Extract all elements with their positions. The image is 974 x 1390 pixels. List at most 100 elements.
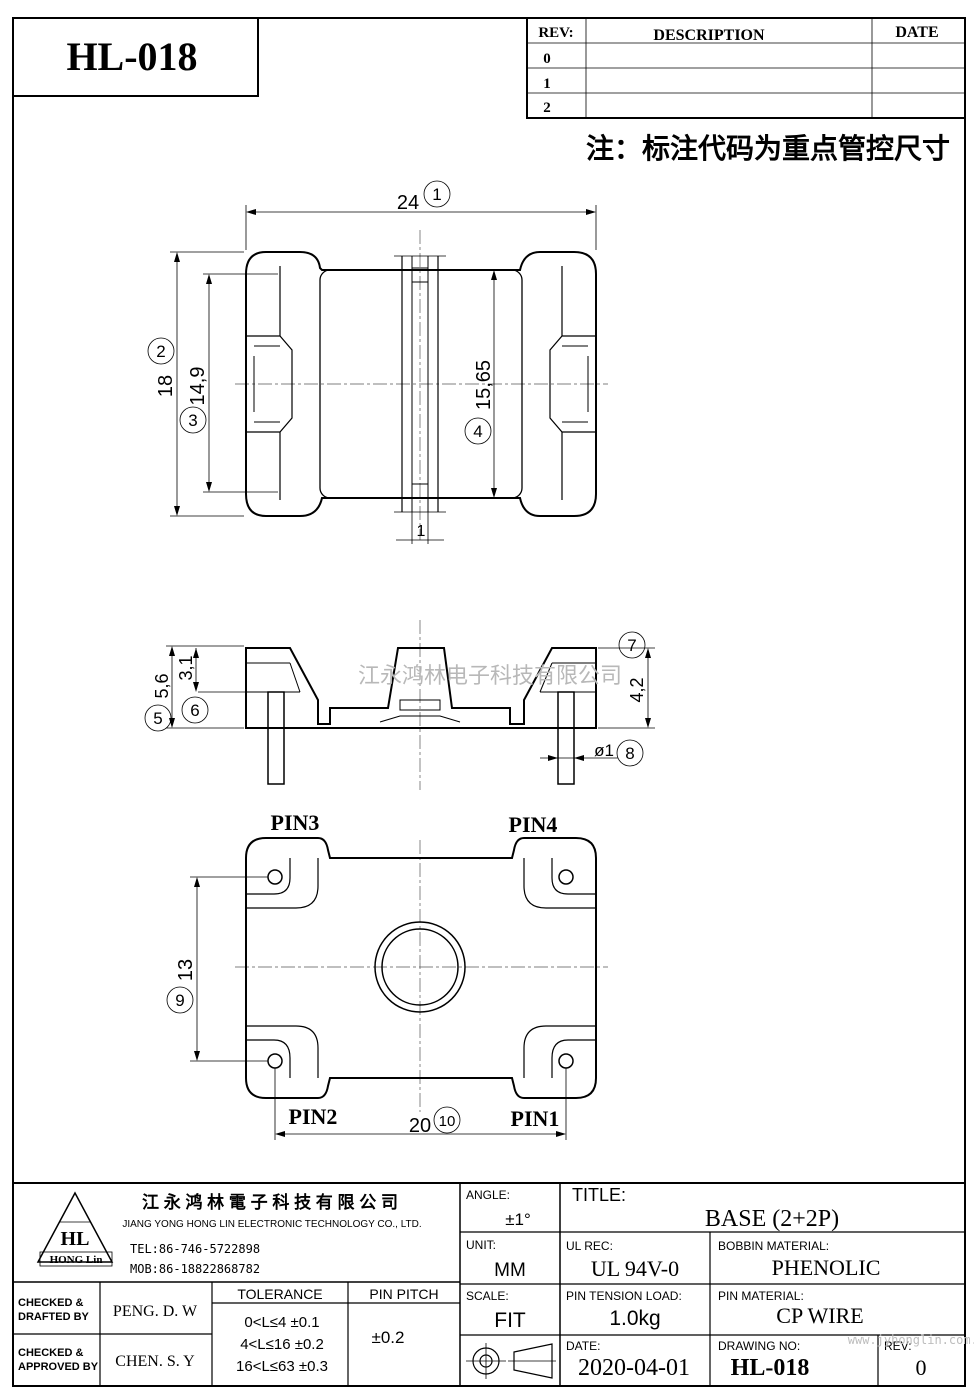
unit-label: UNIT:	[466, 1238, 496, 1252]
callout-5: 5	[153, 709, 162, 728]
drawing-no-label: DRAWING NO:	[718, 1339, 800, 1353]
unit-value: MM	[494, 1260, 526, 1281]
pin4-hole	[558, 869, 574, 885]
dim-height-15-65: 15,65	[473, 360, 495, 410]
pin-pitch-label: PIN PITCH	[369, 1286, 438, 1302]
title-value: BASE (2+2P)	[705, 1206, 839, 1232]
callout-circle-3	[179, 406, 207, 434]
callout-8: 8	[625, 744, 634, 763]
callout-circle-1	[423, 180, 451, 208]
callout-3: 3	[188, 411, 197, 430]
ul-rec-value: UL 94V-0	[591, 1256, 679, 1281]
rev-label: REV:	[884, 1339, 912, 1353]
tolerance-row-1: 0<L≤4 ±0.1	[244, 1314, 319, 1331]
callout-7: 7	[627, 636, 636, 655]
tolerance-row-2: 4<L≤16 ±0.2	[240, 1336, 324, 1353]
rev-value: 0	[916, 1355, 927, 1380]
pin-tension-label: PIN TENSION LOAD:	[566, 1289, 682, 1303]
approved-by-name: CHEN. S. Y	[115, 1353, 195, 1370]
dim-height-4-2: 4,2	[627, 677, 647, 702]
rev-row-2: 2	[543, 100, 551, 116]
side-view: 5,6 5 3,1 6 4,2 7 ø1 8 江永鸿林电子科技有限公司	[144, 620, 655, 790]
drafted-by-name: PENG. D. W	[113, 1303, 198, 1320]
checked-drafted-label-1: CHECKED &	[18, 1297, 83, 1309]
revision-table: REV: DESCRIPTION DATE 0 1 2	[526, 17, 966, 119]
control-dimension-note: 注：标注代码为重点管控尺寸	[586, 132, 950, 164]
logo-subtext: HONG Lin	[50, 1254, 103, 1266]
pin-pitch-value: ±0.2	[372, 1328, 405, 1347]
callout-1: 1	[432, 185, 441, 204]
date-label: DATE:	[566, 1339, 600, 1353]
checked-drafted-label-2: DRAFTED BY	[18, 1311, 90, 1323]
projection-symbol-icon	[466, 1343, 556, 1379]
dim-pin-diameter: ø1	[594, 741, 614, 760]
dim-pin-span-13: 13	[175, 959, 197, 981]
title-label: TITLE:	[572, 1185, 626, 1205]
callout-9: 9	[175, 991, 184, 1010]
dim-height-14-9: 14,9	[187, 367, 209, 406]
callout-circle-6	[181, 696, 209, 724]
rev-row-1: 1	[543, 76, 551, 92]
company-logo: HL HONG Lin	[36, 1191, 114, 1267]
dim-pin-pitch-20: 20	[409, 1115, 431, 1137]
drawing-no-value: HL-018	[731, 1355, 810, 1381]
bobbin-material-label: BOBBIN MATERIAL:	[718, 1239, 829, 1253]
pin-tension-value: 1.0kg	[609, 1307, 660, 1330]
company-mob: MOB:86-18822868782	[130, 1262, 260, 1276]
sheet-border	[12, 17, 966, 1387]
callout-circle-7	[618, 631, 646, 659]
pin1-label: PIN1	[511, 1106, 560, 1131]
center-boss-inner	[381, 928, 459, 1006]
date-column-header: DATE	[895, 24, 938, 41]
bottom-view: PIN3 PIN4 PIN2 PIN1 13 9 20 10	[166, 810, 608, 1140]
scale-value: FIT	[494, 1309, 526, 1332]
company-name-cn: 江 永 鸿 林 電 子 科 技 有 限 公 司	[142, 1192, 398, 1212]
ul-rec-label: UL REC:	[566, 1239, 613, 1253]
angle-label: ANGLE:	[466, 1188, 510, 1202]
checked-approved-label-2: APPROVED BY	[18, 1361, 99, 1373]
scale-label: SCALE:	[466, 1289, 509, 1303]
callout-circle-10	[433, 1106, 461, 1134]
date-value: 2020-04-01	[578, 1355, 690, 1381]
callout-2: 2	[156, 342, 165, 361]
top-view: 24 1 18 2 14,9 3 15,65 4 1	[147, 180, 608, 544]
pin4-label: PIN4	[509, 812, 558, 837]
title-block: HL HONG Lin 江 永 鸿 林 電 子 科 技 有 限 公 司 JIAN…	[13, 1182, 974, 1386]
callout-10: 10	[439, 1113, 456, 1130]
pin1-hole	[558, 1053, 574, 1069]
dim-slot-1: 1	[417, 523, 426, 540]
pin2-hole	[267, 1053, 283, 1069]
callout-circle-9	[166, 986, 194, 1014]
watermark: 江永鸿林电子科技有限公司	[358, 663, 622, 688]
dim-height-5-6: 5,6	[152, 673, 172, 698]
dim-height-18: 18	[155, 375, 177, 397]
callout-circle-8	[616, 739, 644, 767]
website-watermark: www.jyhonglin.com.cn	[848, 1333, 974, 1347]
callout-circle-4	[464, 417, 492, 445]
rev-row-0: 0	[543, 51, 551, 67]
description-column-header: DESCRIPTION	[653, 27, 765, 44]
callout-circle-2	[147, 337, 175, 365]
dim-width-24: 24	[397, 192, 419, 214]
drawing-code: HL-018	[66, 34, 197, 79]
tolerance-row-3: 16<L≤63 ±0.3	[236, 1358, 328, 1375]
tolerance-label: TOLERANCE	[237, 1286, 322, 1302]
drawing-code-box: HL-018	[12, 17, 259, 97]
pin3-label: PIN3	[271, 810, 320, 835]
rev-column-header: REV:	[538, 25, 573, 41]
pin-material-label: PIN MATERIAL:	[718, 1289, 804, 1303]
pin2-label: PIN2	[289, 1104, 338, 1129]
dim-height-3-1: 3,1	[176, 655, 196, 680]
callout-4: 4	[473, 422, 482, 441]
company-tel: TEL:86-746-5722898	[130, 1242, 260, 1256]
pin3-hole	[267, 869, 283, 885]
pin-material-value: CP WIRE	[776, 1303, 863, 1328]
center-boss-outer	[374, 921, 466, 1013]
logo-mark: HL	[61, 1228, 90, 1250]
callout-circle-5	[144, 704, 172, 732]
bobbin-material-value: PHENOLIC	[772, 1255, 881, 1280]
callout-6: 6	[190, 701, 199, 720]
checked-approved-label-1: CHECKED &	[18, 1347, 83, 1359]
